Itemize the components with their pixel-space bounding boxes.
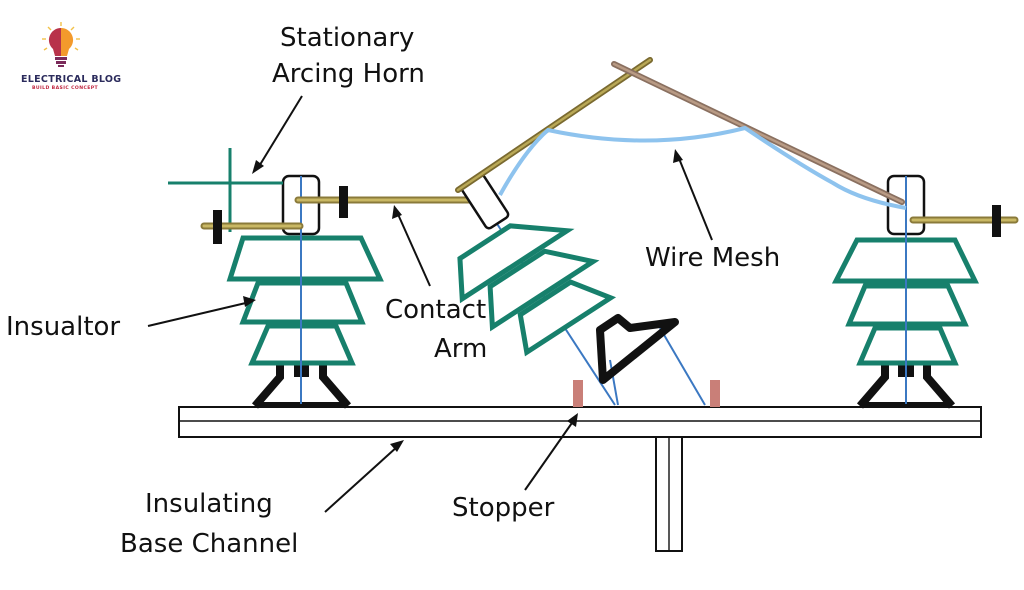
contact-arm-label-line1: Contact (385, 295, 486, 325)
contact-arm-label-line2: Arm (434, 334, 487, 364)
label-stopper: Stopper (452, 413, 578, 523)
arrow-head (673, 149, 683, 163)
arrow (257, 95, 303, 169)
insulating-base-label-line2: Base Channel (120, 529, 298, 559)
arrow-head (392, 205, 402, 219)
logo-title: ELECTRICAL BLOG (21, 74, 121, 85)
lightbulb-brain-icon (42, 22, 80, 67)
right-insulator (831, 174, 1019, 409)
stoppers (573, 380, 720, 407)
label-arcing-horn: Stationary Arcing Horn (252, 23, 425, 174)
label-contact-arm: Contact Arm (385, 205, 487, 364)
arrow (524, 419, 575, 491)
logo-subtitle: BUILD BASIC CONCEPT (32, 85, 99, 91)
arcing-horn-label-line1: Stationary (280, 23, 414, 53)
label-insulator: Insualtor (6, 296, 256, 342)
stopper-left (573, 380, 583, 407)
arrow (324, 445, 399, 513)
arrow (147, 301, 251, 327)
rotating-insulator (457, 173, 706, 406)
arcing-horn-label-line2: Arcing Horn (272, 59, 425, 89)
label-insulating-base: Insulating Base Channel (120, 440, 404, 559)
left-insulator (168, 148, 494, 409)
arrow-head (243, 296, 256, 307)
arcing-horns-v (455, 57, 905, 205)
insulating-base-label-line1: Insulating (145, 489, 273, 519)
stopper-right (710, 380, 720, 407)
arrow-head (252, 160, 264, 174)
wire-mesh (498, 125, 907, 210)
wire-mesh-label: Wire Mesh (645, 243, 780, 273)
arrow-head (567, 413, 578, 427)
arrow (396, 211, 431, 287)
brand-logo: ELECTRICAL BLOG BUILD BASIC CONCEPT (21, 22, 121, 91)
label-wire-mesh: Wire Mesh (645, 149, 780, 273)
insulating-base-channel (178, 406, 982, 552)
arrow (677, 155, 713, 241)
arrow-head (390, 440, 404, 452)
insulator-label: Insualtor (6, 312, 120, 342)
stopper-label: Stopper (452, 493, 555, 523)
